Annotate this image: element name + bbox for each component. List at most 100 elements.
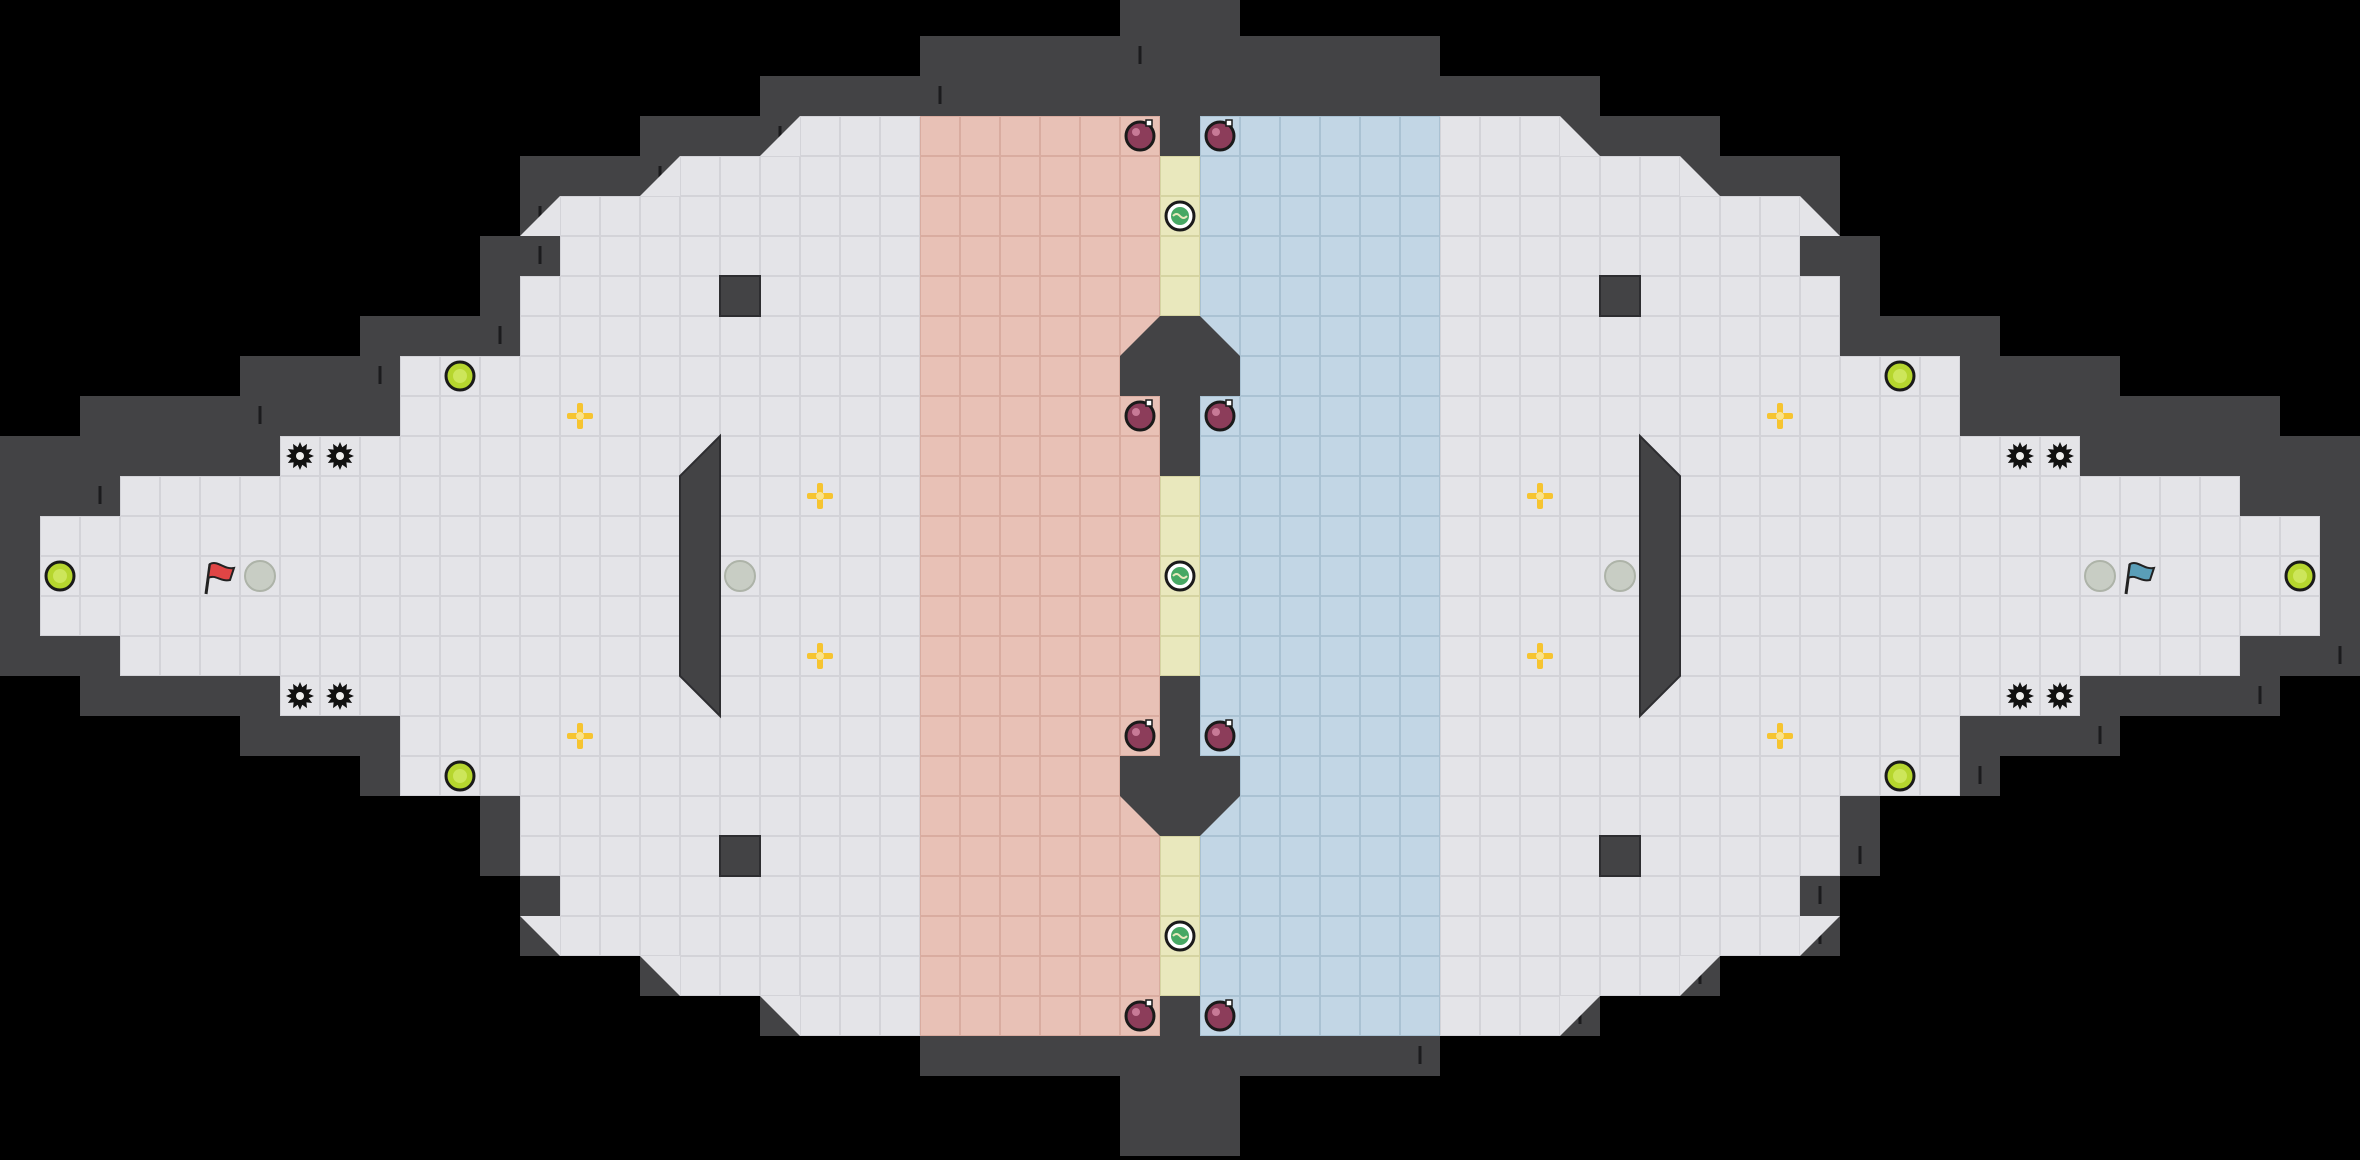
floor-tile <box>2200 596 2240 636</box>
floor-tile <box>840 356 880 396</box>
powerup-icon[interactable] <box>444 760 476 792</box>
blue-zone-tile <box>1400 956 1440 996</box>
red-flag-icon[interactable] <box>204 562 236 595</box>
flags[interactable] <box>204 562 2156 595</box>
floor-tile <box>1760 196 1800 236</box>
boost-icon[interactable] <box>567 723 593 749</box>
bomb-icon[interactable] <box>1204 999 1236 1032</box>
red-zone-tile <box>1000 996 1040 1036</box>
red-zone-tile <box>1040 396 1080 436</box>
boost-icon[interactable] <box>1767 723 1793 749</box>
spikes[interactable] <box>286 442 2074 710</box>
gate-button-icon[interactable] <box>1164 200 1196 232</box>
blue-zone-tile <box>1320 796 1360 836</box>
center-walls <box>1120 0 1240 1156</box>
spike-icon[interactable] <box>2046 682 2074 710</box>
floor-tile <box>1520 716 1560 756</box>
floor-tile <box>640 916 680 956</box>
bomb-icon[interactable] <box>1204 119 1236 152</box>
floor-tile <box>120 556 160 596</box>
boost-icon[interactable] <box>1527 643 1553 669</box>
spike-icon[interactable] <box>2046 442 2074 470</box>
floor-tile <box>720 636 760 676</box>
floor-tile <box>2240 596 2280 636</box>
blue-zone-tile <box>1400 996 1440 1036</box>
floor-tile <box>640 676 680 716</box>
floor-tile <box>1760 836 1800 876</box>
bombs[interactable] <box>1124 119 1236 1032</box>
floor-tile <box>880 516 920 556</box>
gate-button-icon[interactable] <box>1164 560 1196 592</box>
gate-buttons[interactable] <box>1164 200 1196 952</box>
floor-tile <box>1520 316 1560 356</box>
blue-zone-tile <box>1320 196 1360 236</box>
boost-core <box>1776 732 1784 740</box>
spike-icon[interactable] <box>286 442 314 470</box>
floor-tile <box>640 876 680 916</box>
spike-icon[interactable] <box>2006 442 2034 470</box>
floor-tile <box>1480 396 1520 436</box>
powerup-icon[interactable] <box>44 560 76 592</box>
boost-icon[interactable] <box>567 403 593 429</box>
floor-tile <box>1640 356 1680 396</box>
gate-button-icon[interactable] <box>1164 920 1196 952</box>
floor-tile <box>600 596 640 636</box>
red-zone-tile <box>1080 316 1120 356</box>
floor-tile <box>280 556 320 596</box>
floor-tile <box>440 676 480 716</box>
blue-flag-icon[interactable] <box>2124 562 2156 595</box>
bomb-icon[interactable] <box>1124 119 1156 152</box>
spawn-marker <box>244 560 276 592</box>
floor-tile <box>840 916 880 956</box>
floor-tile <box>2040 596 2080 636</box>
red-zone-tile <box>1080 116 1120 156</box>
floor-tile <box>800 756 840 796</box>
spike-icon[interactable] <box>326 442 354 470</box>
bomb-icon[interactable] <box>1204 719 1236 752</box>
bomb-icon[interactable] <box>1204 399 1236 432</box>
floor-tile <box>680 956 720 996</box>
powerup-icon[interactable] <box>2284 560 2316 592</box>
floor-tile <box>800 516 840 556</box>
spike-icon[interactable] <box>2006 682 2034 710</box>
powerup-icon[interactable] <box>1884 760 1916 792</box>
floor-tile <box>720 956 760 996</box>
floor-tile <box>1640 236 1680 276</box>
bomb-icon[interactable] <box>1124 999 1156 1032</box>
powerup-icon[interactable] <box>444 360 476 392</box>
bomb-icon[interactable] <box>1124 719 1156 752</box>
floor-tile <box>1600 516 1640 556</box>
powerups[interactable] <box>44 360 2316 792</box>
floor-tile <box>1480 236 1520 276</box>
powerup-icon[interactable] <box>1884 360 1916 392</box>
floor-tile <box>1680 356 1720 396</box>
bomb-icon[interactable] <box>1124 399 1156 432</box>
blue-zone-tile <box>1360 636 1400 676</box>
floor-tile <box>800 316 840 356</box>
spike-icon[interactable] <box>286 682 314 710</box>
floor-tile <box>2000 636 2040 676</box>
floor-tile <box>640 596 680 636</box>
boost-icon[interactable] <box>1527 483 1553 509</box>
red-zone-tile <box>920 156 960 196</box>
spike-icon[interactable] <box>326 682 354 710</box>
floor-tile <box>800 396 840 436</box>
floor-tile <box>1800 676 1840 716</box>
boosts[interactable] <box>567 403 1793 749</box>
blue-zone-tile <box>1240 156 1280 196</box>
floor-tile <box>1600 916 1640 956</box>
floor-tile <box>720 916 760 956</box>
boost-icon[interactable] <box>807 483 833 509</box>
blue-zone-tile <box>1360 436 1400 476</box>
floor-tile <box>840 836 880 876</box>
floor-tile <box>1440 836 1480 876</box>
wall-tick <box>2258 686 2262 704</box>
boost-icon[interactable] <box>1767 403 1793 429</box>
floor-tile <box>880 756 920 796</box>
floor-tile <box>1560 556 1600 596</box>
floor-tile <box>1440 316 1480 356</box>
red-zone-tile <box>1040 276 1080 316</box>
boost-icon[interactable] <box>807 643 833 669</box>
